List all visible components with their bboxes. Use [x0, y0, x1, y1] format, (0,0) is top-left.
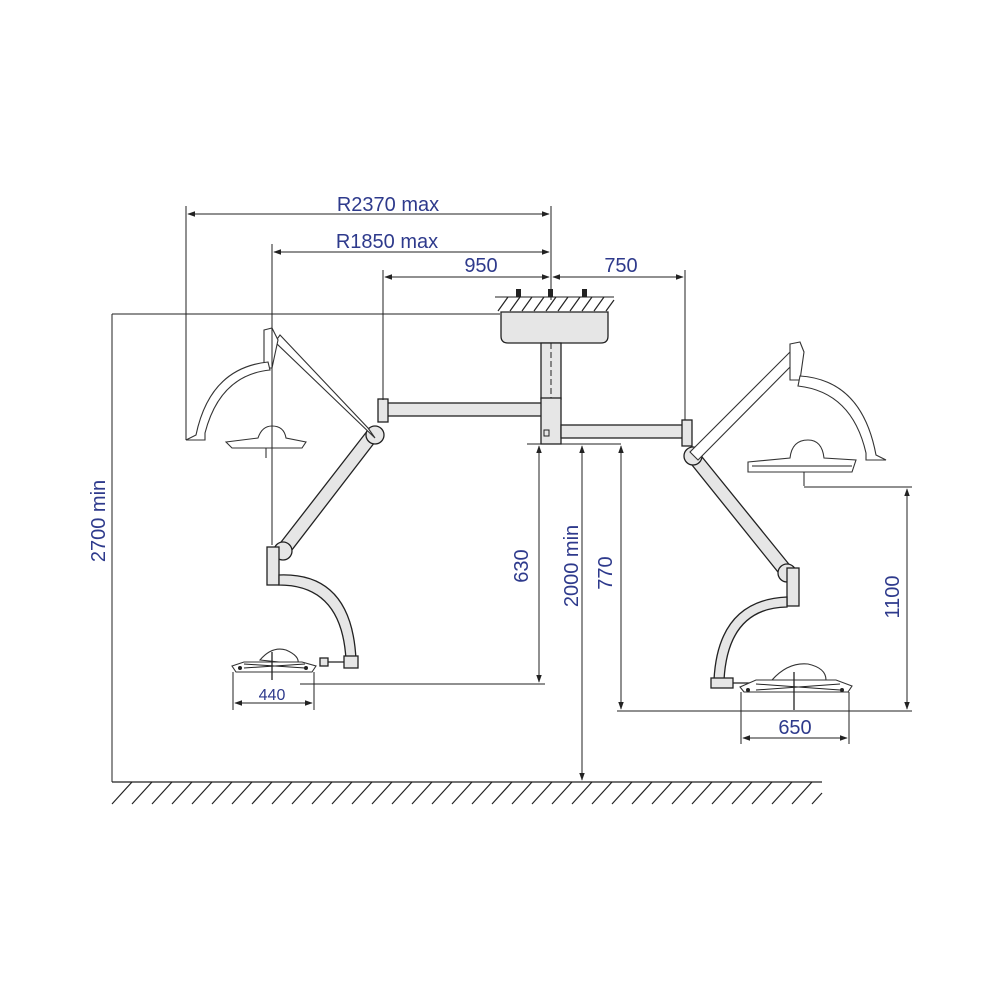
dim-reach-max: R2370 max: [185, 194, 552, 440]
right-extension-arm: [527, 419, 693, 447]
large-light-head: [739, 663, 853, 710]
dim-ceiling-height-label: 2700 min: [88, 480, 110, 562]
ceiling-mount: [495, 289, 615, 440]
dim-reach-min: R1850 max: [271, 231, 550, 545]
dim-large-head: 650: [740, 692, 850, 744]
ceiling-canopy: [500, 311, 609, 344]
right-head-raised-outline: [689, 341, 887, 486]
right-spring-arm: [683, 446, 800, 689]
dim-left-arm-label: 950: [464, 255, 497, 277]
left-spring-arm: [266, 425, 385, 669]
dim-floor-to-arm-label: 2000 min: [561, 525, 583, 607]
dim-right-head-travel: 1100: [804, 486, 912, 710]
ceiling-bolt-left: [516, 289, 521, 297]
dim-large-head-label: 650: [778, 717, 811, 739]
dim-reach-min-label: R1850 max: [336, 231, 438, 253]
dim-reach-max-label: R2370 max: [337, 194, 439, 216]
ceiling-hatch: [495, 296, 615, 312]
dim-left-drop: 630: [300, 445, 545, 685]
dim-small-head: 440: [232, 672, 315, 710]
dim-floor-to-arm: 2000 min: [561, 445, 585, 781]
dim-left-drop-label: 630: [511, 549, 533, 582]
dim-right-arm-label: 750: [604, 255, 637, 277]
dim-ceiling-height: 2700 min: [88, 313, 500, 782]
floor: [111, 781, 823, 805]
small-light-head: [231, 648, 317, 680]
dim-arm-lengths: 950 750: [382, 255, 686, 420]
dim-right-head-travel-label: 1100: [882, 575, 904, 618]
left-extension-arm: [377, 397, 562, 445]
dim-right-drop: 770: [595, 445, 912, 712]
left-head-raised-outline: [185, 327, 376, 458]
ceiling-bolt-right: [582, 289, 587, 297]
dim-small-head-label: 440: [259, 687, 286, 704]
floor-hatch: [111, 781, 823, 805]
dim-right-drop-label: 770: [595, 556, 617, 589]
